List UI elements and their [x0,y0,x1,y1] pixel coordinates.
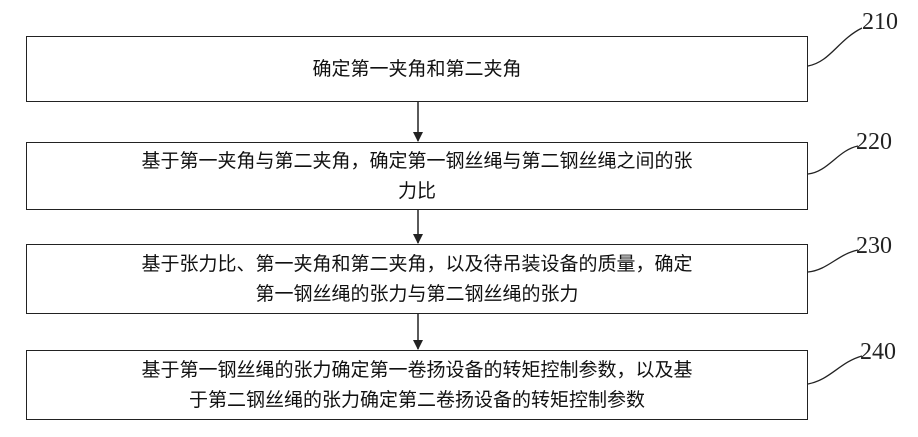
leader-line-230 [808,250,858,272]
leader-line-220 [808,146,858,174]
leader-line-240 [808,356,862,384]
leader-line-210 [808,28,862,66]
